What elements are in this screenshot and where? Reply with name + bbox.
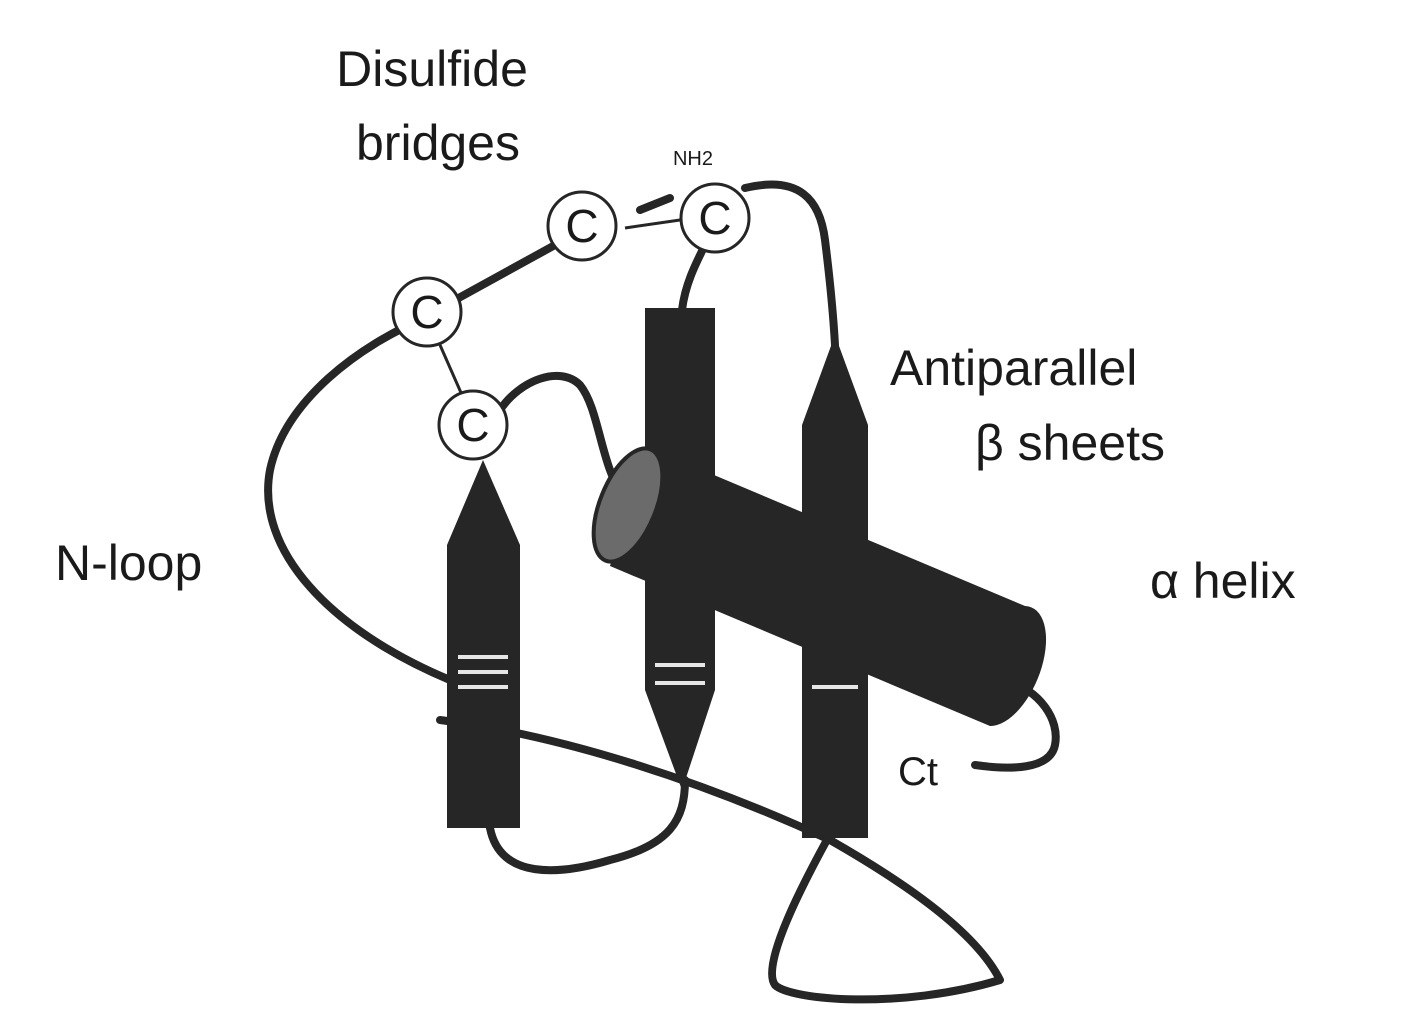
cysteine-residue: C [679, 182, 751, 254]
disulfide-label-line1: Disulfide [336, 41, 528, 97]
svg-text:C: C [565, 200, 598, 252]
svg-text:C: C [410, 286, 443, 338]
c-terminal-chain [971, 676, 1060, 772]
nh2-chain [636, 194, 674, 214]
loop-strand1-strand2 [486, 776, 689, 875]
alpha-helix-cylinder [591, 446, 1047, 727]
cysteine-residue: C [437, 389, 509, 461]
lower-loop [436, 716, 1004, 1004]
disulfide-bridge [624, 218, 681, 230]
chain-to-strand2 [678, 241, 709, 314]
alpha-helix-label: α helix [1150, 553, 1296, 609]
svg-text:C: C [456, 399, 489, 451]
chain-to-helix [496, 372, 629, 504]
disulfide-label-line2: bridges [356, 115, 520, 171]
antiparallel-label-line1: Antiparallel [890, 340, 1137, 396]
n-loop-label: N-loop [55, 535, 202, 591]
cys-link-chain [451, 241, 559, 304]
antiparallel-label-line2: β sheets [975, 415, 1165, 471]
svg-text:C: C [698, 192, 731, 244]
chain-top-right [741, 180, 839, 349]
n-loop-chain [264, 314, 454, 684]
beta-strand-1 [447, 460, 520, 828]
cysteine-residue: C [391, 276, 463, 348]
cysteine-residue: C [546, 190, 618, 262]
nh2-label: NH2 [673, 148, 713, 170]
ct-label: Ct [898, 750, 938, 794]
helix-end-face [591, 446, 665, 564]
disulfide-bridge [438, 344, 464, 396]
